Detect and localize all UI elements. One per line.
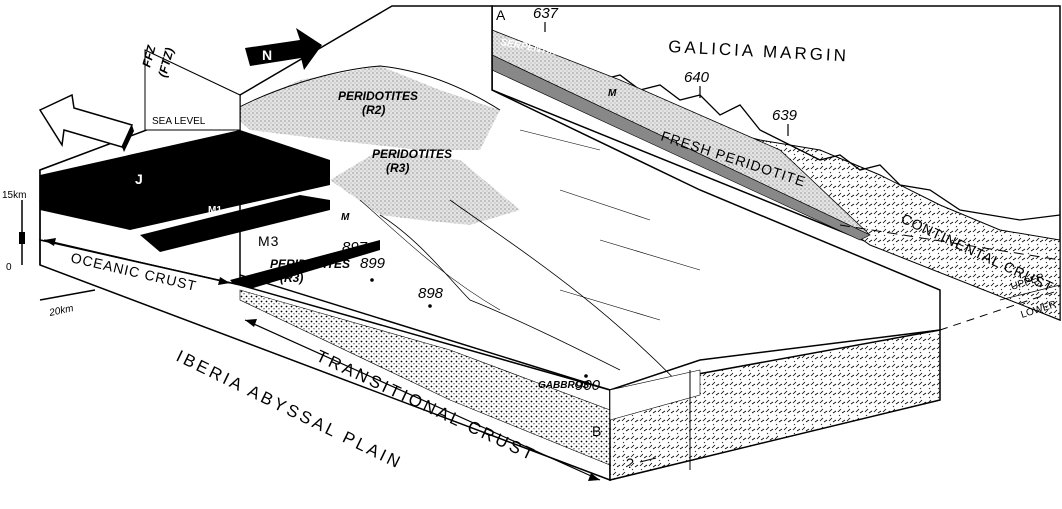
vertical-scale: 15km 0 — [2, 190, 26, 273]
peridotites-r3-area — [330, 150, 520, 225]
scale-0-label: 0 — [6, 262, 12, 273]
site-897-label: 897 — [342, 239, 368, 256]
peridotites-r3-label: PERIDOTITES — [372, 147, 452, 161]
anomaly-j-band — [40, 130, 330, 230]
scale-15km-label: 15km — [2, 190, 26, 201]
anomaly-m1-band — [140, 195, 330, 252]
site-639-label: 639 — [772, 107, 798, 124]
anomaly-j-label: J — [135, 171, 144, 187]
point-a-label: A — [496, 7, 506, 23]
anomaly-m3-band — [230, 240, 380, 292]
scale-20km-label: 20km — [47, 303, 74, 319]
ffz-panel: FFZ (FTZ) SEA LEVEL — [139, 43, 241, 131]
peridotites-r3-front-label: PERIDOTITES — [270, 257, 350, 271]
direction-arrow-icon — [38, 93, 134, 152]
peridotites-r2-area — [230, 66, 500, 150]
site-899-label: 899 — [360, 255, 386, 272]
ffz-label: FFZ — [139, 43, 158, 69]
north-arrow: N — [245, 28, 322, 70]
block-top-surface — [39, 5, 941, 396]
peridotites-r3-front-code: (R3) — [280, 271, 303, 285]
galicia-margin-section: A 637 640 639 GALICIA MARGIN SERPENTINIT… — [491, 5, 1061, 322]
site-640-label: 640 — [684, 69, 710, 86]
oceanic-crust-face: J M1 M3 M — [39, 93, 380, 292]
site-900-label: 900 — [575, 377, 601, 394]
north-label: N — [262, 47, 273, 63]
continental-front-face — [609, 329, 941, 481]
anomaly-m3-label: M3 — [258, 233, 279, 249]
horizontal-scale: 20km — [39, 289, 96, 319]
sea-level-label: SEA LEVEL — [152, 116, 206, 127]
peridotites-r3-code: (R3) — [386, 161, 409, 175]
anomaly-m-label: M — [341, 212, 350, 223]
anomaly-m-section-label: M — [608, 88, 617, 99]
peridotites-r2-code: (R2) — [362, 103, 385, 117]
question-mark-label: ? — [626, 455, 635, 471]
peridotites-r2-label: PERIDOTITES — [338, 89, 418, 103]
point-b-label: B — [592, 423, 602, 439]
gabbros-label: GABBROS — [538, 380, 589, 391]
anomaly-m1-label: M1 — [208, 205, 222, 216]
site-898-label: 898 — [418, 285, 444, 302]
site-637-label: 637 — [533, 5, 559, 22]
